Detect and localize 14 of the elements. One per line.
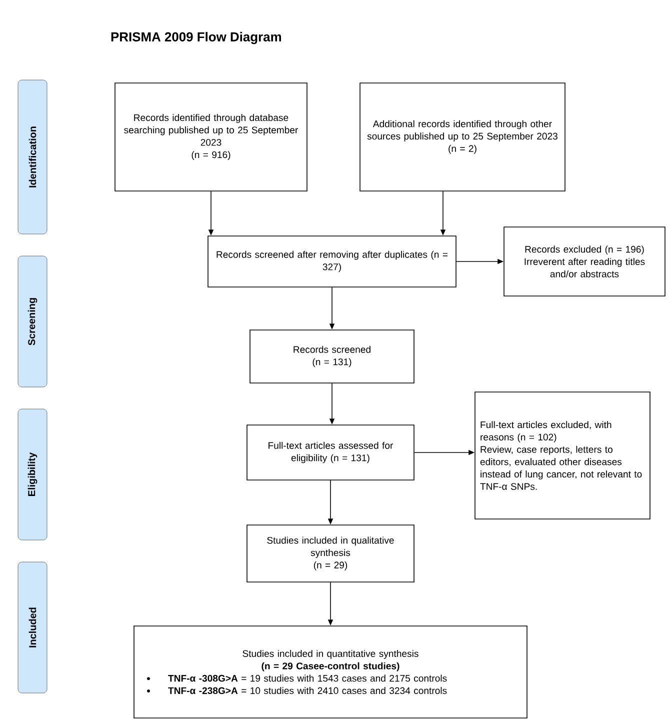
exclusion-box: Records excluded (n = 196) Irreverent after reading titles and/or abstracts: [504, 226, 666, 296]
stage-band: Identification: [18, 80, 48, 234]
stage-band: Eligibility: [18, 408, 48, 540]
stage-band: Screening: [18, 256, 48, 388]
process-box: Additional records identified through other sources published up to 25 September 2023 (n = 2): [360, 82, 566, 192]
process-box: Studies included in qualitative synthesis (n = 29): [246, 524, 414, 582]
process-box: Records screened after removing after duplicates (n = 327): [208, 236, 456, 288]
title: PRISMA 2009 Flow Diagram: [111, 32, 281, 44]
process-box: Studies included in quantitative synthesis (n = 29 Casee-control studies) TNF-α -308G>A = 19 studies with 1543 cases and 2175 controls TNF-α -238G>A = 10 studies with 2410 cases and 3234 controls: [134, 626, 528, 718]
process-box: Records screened (n = 131): [250, 330, 414, 384]
process-box: Full-text articles assessed for eligibility (n = 131): [246, 424, 414, 480]
exclusion-box: Full-text articles excluded, with reasons (n = 102) Review, case reports, letters to editors, evaluated other diseases instead of lung cancer, not relevant to TNF-α SNPs.: [474, 392, 650, 520]
stage-band: Included: [18, 562, 48, 694]
process-box: Records identified through database searching published up to 25 September 2023 (n = 916): [114, 82, 308, 192]
